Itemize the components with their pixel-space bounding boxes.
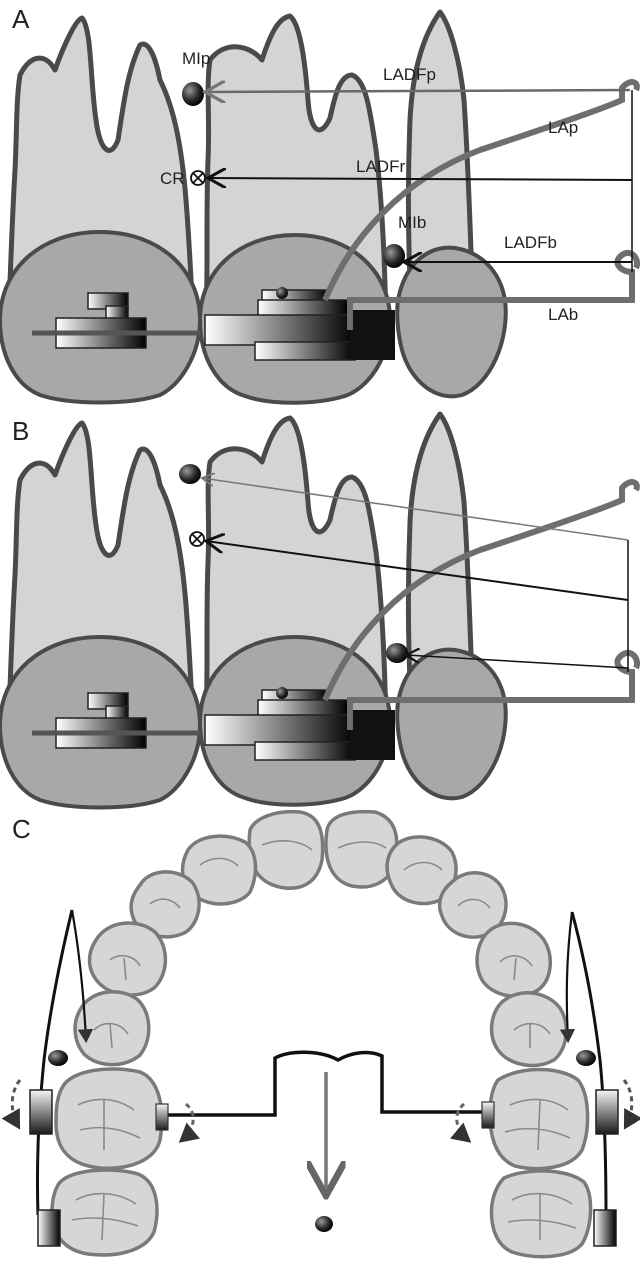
label-ladfb: LADFb	[504, 233, 557, 252]
mini-implant-buccal-b	[386, 643, 408, 663]
panel-a: A	[0, 4, 637, 403]
dental-arch	[52, 812, 591, 1257]
tube-right	[482, 1102, 494, 1128]
palatal-wire	[160, 1052, 488, 1115]
label-lap: LAp	[548, 118, 578, 137]
label-ladfr: LADFr	[356, 157, 405, 176]
center-of-resistance-b-icon	[190, 532, 204, 546]
label-cr: CR	[160, 169, 185, 188]
panel-b: B	[0, 414, 637, 808]
label-lab: LAb	[548, 305, 578, 324]
label-mib: MIb	[398, 213, 426, 232]
mini-implant-buccal	[383, 244, 405, 268]
mini-implant-posterior-b	[179, 464, 201, 484]
canine-tooth-b	[397, 414, 506, 798]
label-ladfp: LADFp	[383, 65, 436, 84]
tube-left	[156, 1104, 168, 1130]
hook-ball	[276, 287, 288, 299]
center-of-resistance-icon	[191, 171, 205, 185]
molar-left-b	[0, 423, 200, 808]
panel-c-letter: C	[12, 814, 31, 844]
mini-implant-posterior	[182, 82, 204, 106]
panel-a-letter: A	[12, 4, 30, 34]
panel-c: C	[12, 812, 632, 1257]
label-mip: MIp	[182, 49, 210, 68]
panel-b-letter: B	[12, 416, 29, 446]
mini-implant-palatal	[315, 1216, 333, 1232]
